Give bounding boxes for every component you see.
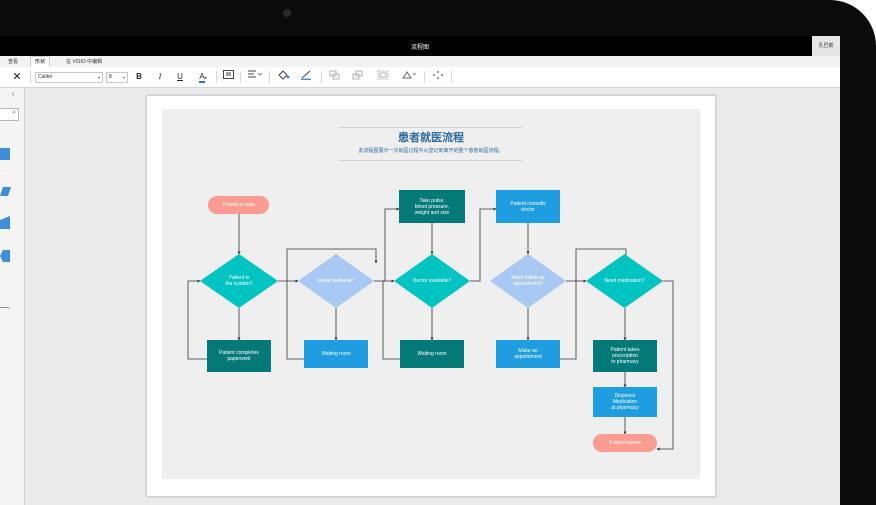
ribbon-toolbar: ✕ Calibri ▾ 8 ▾ B I U A▾ bbox=[0, 67, 840, 88]
process-node[interactable]: Patient takes prescription to pharmacy bbox=[593, 340, 657, 372]
process-node[interactable]: Waiting room bbox=[304, 340, 368, 368]
ribbon-separator bbox=[321, 71, 322, 83]
diagram-background: 患者就医流程 此流程图展示一次就医过程中从登记到离开的整个患者就医流程。 bbox=[162, 109, 700, 479]
tab-edit-in-visio[interactable]: 在 VISIO 中编辑 bbox=[66, 59, 103, 65]
flow-connectors bbox=[187, 207, 674, 451]
ribbon-separator bbox=[424, 71, 425, 83]
end-node[interactable]: Patient leaves bbox=[593, 434, 657, 452]
diamond-shape bbox=[586, 254, 663, 308]
underline-button[interactable]: U bbox=[177, 72, 183, 81]
cut-icon[interactable]: ✕ bbox=[12, 71, 22, 83]
start-node[interactable]: Patient arrives bbox=[208, 196, 269, 214]
rotate-icon[interactable] bbox=[400, 70, 418, 84]
node-label: Dispense Medication at pharmacy bbox=[611, 393, 639, 411]
decision-node[interactable]: Need medication? bbox=[586, 254, 663, 308]
manual-input-shape[interactable] bbox=[0, 216, 11, 235]
ribbon-separator bbox=[240, 71, 241, 83]
font-size-value: 8 bbox=[109, 74, 112, 80]
diamond-shape bbox=[298, 254, 374, 308]
decision-node[interactable]: Patient in the system? bbox=[200, 254, 278, 308]
process-node[interactable]: Make an appointment bbox=[496, 340, 560, 368]
shapes-panel: ‹ ⌕ › bbox=[0, 88, 25, 505]
node-label: Patient arrives bbox=[222, 202, 255, 208]
chevron-down-icon: ▾ bbox=[122, 75, 125, 80]
shape-search-box[interactable]: ⌕ bbox=[0, 108, 19, 121]
process-node[interactable]: Take pulse, blood pressure, weight and s… bbox=[399, 190, 465, 223]
node-label: Patient leaves bbox=[609, 440, 641, 446]
font-color-icon: A bbox=[199, 72, 205, 83]
tab-view[interactable]: 查看 bbox=[8, 59, 19, 65]
ribbon-separator bbox=[269, 71, 270, 83]
user-account[interactable]: 孔巴斯 bbox=[812, 36, 840, 56]
diamond-shape bbox=[200, 254, 278, 308]
text-box-icon[interactable] bbox=[221, 70, 235, 84]
align-text-icon[interactable] bbox=[246, 70, 264, 84]
line-color-icon[interactable] bbox=[298, 70, 316, 84]
font-size-select[interactable]: 8 ▾ bbox=[106, 72, 128, 83]
node-label: Make an appointment bbox=[514, 348, 542, 360]
title-rule-bottom bbox=[338, 160, 522, 161]
decision-node[interactable]: Need follow-up appointment? bbox=[490, 254, 566, 308]
chevron-down-icon: ▾ bbox=[97, 75, 100, 80]
node-label: Patient completes paperwork bbox=[219, 350, 259, 362]
title-bar: 流程图 孔巴斯 bbox=[0, 36, 840, 56]
fill-color-icon[interactable] bbox=[275, 70, 293, 84]
process-shape[interactable] bbox=[0, 148, 11, 166]
ribbon-separator bbox=[216, 71, 217, 83]
process-node[interactable]: Waiting room bbox=[400, 340, 464, 368]
drawing-canvas[interactable]: 患者就医流程 此流程图展示一次就医过程中从登记到离开的整个患者就医流程。 bbox=[25, 88, 840, 505]
italic-button[interactable]: I bbox=[158, 72, 162, 81]
chevron-down-icon: ▾ bbox=[204, 75, 207, 80]
process-node[interactable]: Patient completes paperwork bbox=[207, 340, 271, 372]
node-label: Patient consults doctor bbox=[510, 200, 546, 213]
ribbon-separator bbox=[451, 71, 452, 83]
decision-node[interactable]: Nurse available? bbox=[298, 254, 374, 308]
node-label: Need follow-up appointment? bbox=[511, 275, 545, 287]
drawing-page[interactable]: 患者就医流程 此流程图展示一次就医过程中从登记到离开的整个患者就医流程。 bbox=[146, 95, 716, 497]
shape-label-placeholder: › bbox=[0, 168, 1, 172]
process-node[interactable]: Patient consults doctor bbox=[496, 190, 560, 223]
bring-forward-icon[interactable] bbox=[327, 70, 343, 84]
node-label: Take pulse, blood pressure, weight and s… bbox=[414, 197, 450, 216]
diamond-shape bbox=[394, 254, 470, 308]
window-title: 流程图 bbox=[410, 45, 429, 51]
decision-node[interactable]: Doctor available? bbox=[394, 254, 470, 308]
node-label: Need medication? bbox=[604, 278, 645, 284]
node-label: Nurse available? bbox=[317, 278, 355, 284]
font-name-select[interactable]: Calibri ▾ bbox=[35, 72, 103, 83]
group-icon[interactable] bbox=[375, 70, 391, 84]
data-shape[interactable] bbox=[0, 184, 11, 202]
app-screen: 流程图 孔巴斯 查看 形状 在 VISIO 中编辑 ✕ Calibri ▾ 8 … bbox=[0, 36, 840, 505]
node-label: Waiting room bbox=[417, 351, 447, 357]
diamond-shape bbox=[490, 254, 566, 308]
node-label: Waiting room bbox=[321, 351, 351, 357]
process-node[interactable]: Dispense Medication at pharmacy bbox=[593, 387, 657, 417]
bold-button[interactable]: B bbox=[136, 72, 142, 81]
connector-shape[interactable] bbox=[0, 296, 11, 314]
node-label: Doctor available? bbox=[412, 278, 452, 284]
preparation-shape[interactable] bbox=[0, 249, 11, 268]
title-rule-top bbox=[338, 127, 522, 128]
diagram-title: 患者就医流程 bbox=[398, 131, 464, 144]
ribbon-separator bbox=[30, 71, 31, 83]
node-label: Patient takes prescription to pharmacy bbox=[610, 347, 640, 365]
camera-icon bbox=[283, 9, 291, 17]
chevron-left-icon[interactable]: ‹ bbox=[12, 91, 15, 98]
font-name-value: Calibri bbox=[38, 74, 53, 80]
node-label: Patient in the system? bbox=[225, 275, 253, 287]
arrange-icon[interactable] bbox=[430, 70, 446, 84]
ribbon-tabs: 查看 形状 在 VISIO 中编辑 bbox=[0, 56, 840, 68]
send-backward-icon[interactable] bbox=[350, 70, 366, 84]
tab-shape[interactable]: 形状 bbox=[30, 56, 51, 68]
search-icon: ⌕ bbox=[12, 109, 16, 116]
font-color-button[interactable]: A▾ bbox=[195, 70, 211, 84]
diagram-subtitle: 此流程图展示一次就医过程中从登记到离开的整个患者就医流程。 bbox=[358, 148, 504, 154]
